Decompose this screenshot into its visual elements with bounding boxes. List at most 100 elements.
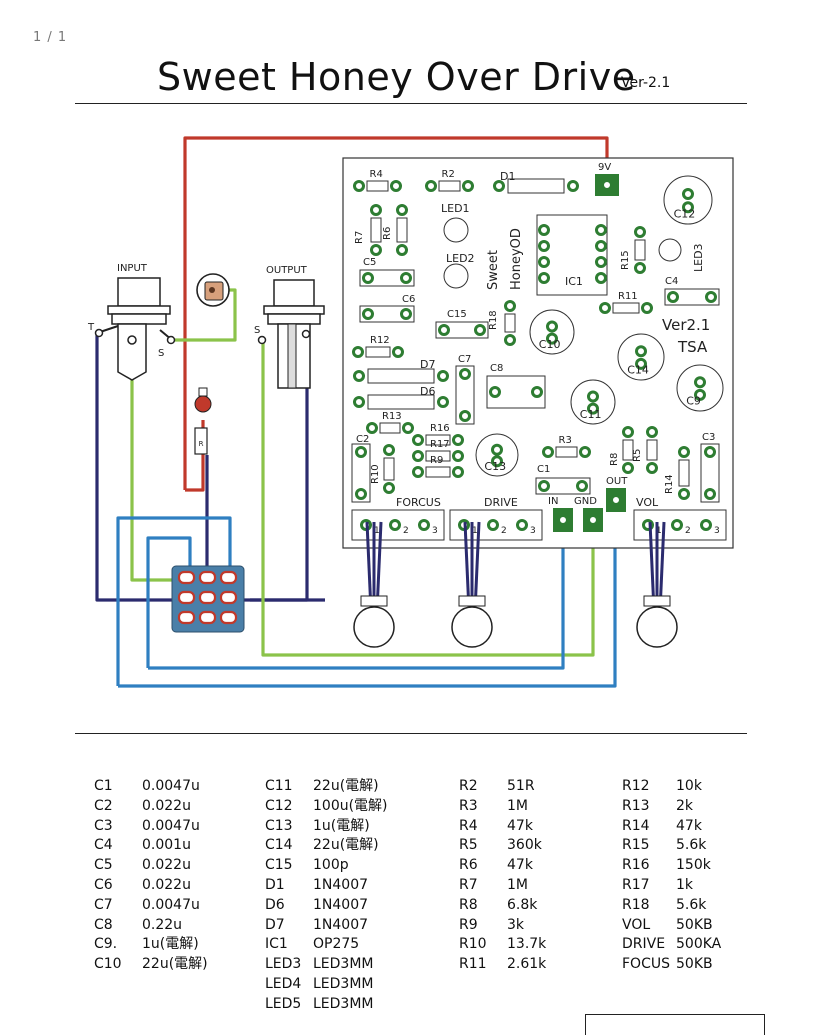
pcb-pad: [635, 345, 647, 358]
silkscreen-label-r16: R16: [430, 423, 450, 434]
pcb-pad: [704, 446, 716, 458]
part-reference: C15: [265, 857, 293, 874]
output-sleeve-label: S: [254, 325, 260, 336]
switch-lug: [177, 570, 196, 585]
resistor-R18: [504, 313, 516, 333]
silkscreen-label-sweet: Sweet: [486, 250, 501, 290]
silkscreen-label-r7: R7: [354, 231, 365, 244]
pcb-pad: [362, 272, 374, 284]
pot-lug-strip: [643, 595, 671, 607]
pot-pin-number: 2: [403, 526, 409, 536]
capacitor-C7: [455, 365, 475, 425]
pcb-pad: [504, 334, 516, 346]
part-value: 1N4007: [313, 876, 369, 893]
silkscreen-label-c5: C5: [363, 257, 376, 268]
pcb-pad: [587, 402, 599, 415]
resistor-R6: [396, 217, 408, 243]
ground-wire-switch: [130, 343, 190, 582]
pcb-pad: [516, 519, 528, 531]
silkscreen-label-d6: D6: [420, 385, 435, 398]
pot-header-label: DRIVE: [484, 496, 518, 509]
part-value: 1k: [676, 876, 694, 893]
part-value: 0.22u: [142, 916, 183, 933]
silkscreen-label-r15: R15: [620, 250, 631, 270]
part-value: 1N4007: [313, 896, 369, 913]
input-tip-label: T: [87, 322, 95, 333]
switch-lug: [198, 570, 217, 585]
pcb-pad: [595, 272, 607, 284]
pot-pin-number: 3: [432, 526, 438, 536]
part-value: 0.022u: [142, 797, 191, 814]
pcb-pad: [355, 446, 367, 458]
pcb-pad: [491, 443, 503, 456]
silkscreen-label-d1: D1: [500, 170, 515, 183]
pot-header-label: FORCUS: [396, 496, 441, 509]
resistor-R17: [425, 450, 451, 462]
part-reference: C12: [265, 797, 293, 814]
part-reference: R14: [622, 817, 650, 834]
pcb-pad: [459, 410, 471, 422]
resistor-R11: [612, 302, 640, 314]
part-reference: R6: [459, 857, 478, 874]
pcb-pad: [542, 446, 554, 458]
led-led3: [658, 238, 682, 262]
pcb-pad: [400, 272, 412, 284]
part-value: 0.0047u: [142, 817, 200, 834]
part-reference: C5: [94, 857, 113, 874]
resistor-R9: [425, 466, 451, 478]
part-reference: C10: [94, 956, 122, 973]
pcb-pad: [452, 466, 464, 478]
part-reference: C1: [94, 778, 113, 794]
part-value: 22u(電解): [142, 956, 208, 973]
switch-loop-outer: [116, 516, 232, 686]
silkscreen-label-r2: R2: [442, 169, 455, 180]
silkscreen-label-c7: C7: [458, 354, 471, 365]
stamp-box: [585, 1014, 765, 1035]
silkscreen-label-r13: R13: [382, 411, 402, 422]
resistor-R3: [555, 446, 578, 458]
pcb-pad: [370, 204, 382, 216]
part-reference: R9: [459, 916, 478, 933]
pcb-pad: [622, 462, 634, 474]
part-value: OP275: [313, 936, 360, 953]
pcb-pad: [678, 446, 690, 458]
part-reference: R8: [459, 896, 478, 913]
silkscreen-label-c1: C1: [537, 464, 550, 475]
pcb-pad: [353, 370, 365, 382]
part-value: LED3MM: [313, 975, 374, 992]
part-value: 5.6k: [676, 896, 707, 913]
part-value: 47k: [507, 817, 533, 834]
capacitor-C4: [664, 288, 720, 306]
pcb-pad: [682, 201, 694, 214]
pot-body: [451, 606, 493, 648]
silkscreen-label-r14: R14: [664, 474, 675, 494]
input-jack-label: INPUT: [117, 263, 148, 274]
switch-lug: [177, 590, 196, 605]
parts-list-row: C9.1u(電解): [94, 935, 208, 955]
pot-pin-number: 3: [714, 526, 720, 536]
pcb-pad: [352, 346, 364, 358]
pad-gnd-label: GND: [574, 496, 597, 507]
pcb-pad: [452, 450, 464, 462]
part-value: 47k: [507, 857, 533, 874]
pcb-pad: [599, 302, 611, 314]
diode-d1: [507, 178, 565, 194]
pcb-in-wire: [148, 528, 565, 670]
switch-lug: [219, 610, 238, 625]
capacitor-C5: [359, 269, 415, 287]
silkscreen-label-led3: LED3: [692, 243, 705, 272]
part-value: 1u(電解): [313, 817, 370, 834]
